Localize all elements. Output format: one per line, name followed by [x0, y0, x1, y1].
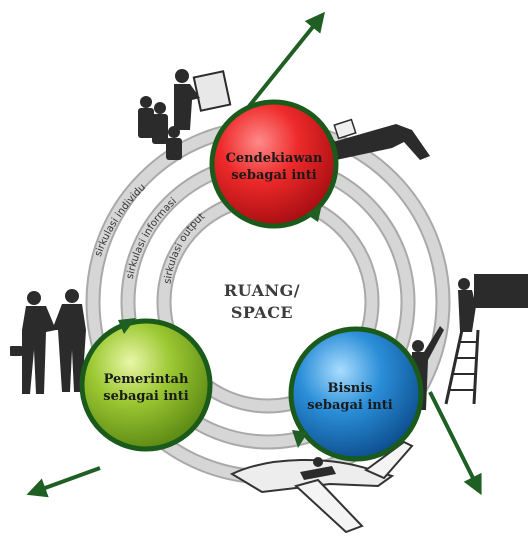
node-pemerintah: Pemerintah sebagai inti: [79, 318, 213, 452]
pointer-head: [412, 340, 424, 352]
passenger-head: [313, 457, 323, 467]
arrowhead-green-node: [118, 318, 136, 334]
arrow-top-right: [244, 11, 326, 112]
arrow-bottom-left: [26, 466, 101, 498]
briefcase-left: [10, 346, 22, 356]
node-cendekiawan-title: Cendekiawan: [226, 151, 323, 166]
node-cendekiawan: Cendekiawan sebagai inti: [209, 99, 339, 229]
pointer-body: [410, 326, 444, 410]
audience-body-1: [138, 108, 154, 138]
audience-head-3: [168, 126, 180, 138]
worker-head: [458, 278, 470, 290]
center-label-line2: SPACE: [231, 303, 293, 322]
audience-body-3: [166, 138, 182, 160]
node-bisnis-subtitle: sebagai inti: [307, 398, 392, 413]
handshake-illustration: [10, 289, 86, 394]
billboard: [474, 274, 528, 308]
presenter-body: [174, 84, 200, 130]
ladder-rail-right: [472, 329, 480, 405]
presenter-head: [175, 69, 189, 83]
node-cendekiawan-subtitle: sebagai inti: [231, 168, 316, 183]
arrow-bottom-right: [428, 391, 482, 496]
audience-body-2: [152, 114, 168, 144]
node-bisnis-title: Bisnis: [328, 381, 373, 396]
airplane-illustration: [229, 440, 414, 534]
node-cendekiawan-circle: [209, 99, 339, 229]
node-pemerintah-subtitle: sebagai inti: [103, 389, 188, 404]
ladder: [444, 329, 480, 405]
arrowhead-red-node: [306, 204, 322, 222]
airplane-wing: [293, 478, 364, 534]
audience-head-2: [154, 102, 166, 114]
node-pemerintah-title: Pemerintah: [104, 372, 189, 387]
person-left-body: [22, 306, 56, 394]
node-bisnis-circle: [288, 326, 424, 462]
person-right-body: [52, 304, 86, 392]
presentation-board: [192, 70, 232, 112]
reclining-figure: [326, 124, 430, 160]
audience-head-1: [140, 96, 152, 108]
ladder-billboard-illustration: [410, 274, 528, 410]
person-left-head: [27, 291, 41, 305]
passenger-body: [300, 466, 336, 480]
arrowhead-blue-node: [292, 430, 308, 448]
person-right-head: [65, 289, 79, 303]
worker-body: [458, 290, 476, 332]
node-bisnis: Bisnis sebagai inti: [288, 326, 424, 462]
reader-paper: [333, 118, 357, 140]
center-label-line1: RUANG/: [224, 281, 300, 300]
outward-arrows: [26, 11, 482, 498]
rotation-arrowheads: [118, 204, 322, 448]
node-pemerintah-circle: [79, 318, 213, 452]
audience-presentation-illustration: [138, 69, 232, 160]
